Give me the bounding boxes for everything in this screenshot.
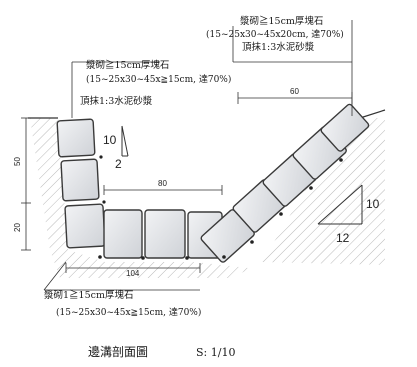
left-slope-triangle (121, 125, 129, 157)
stone (60, 158, 100, 202)
callout-bottom-line2: (15~25x30~45x≧15cm, 達70%) (56, 306, 201, 318)
dim-bottom-inner: 80 (158, 179, 167, 188)
callout-top-right-line3: 頂抹1:3水泥砂漿 (242, 41, 315, 53)
dimension-lines (21, 20, 353, 291)
dim-base-height: 20 (13, 223, 22, 232)
mortar-joints (98, 155, 343, 260)
soil-hatch-right (262, 118, 385, 265)
dim-bottom-outer: 104 (126, 269, 140, 278)
callout-left-line3: 頂抹1:3水泥砂漿 (80, 95, 153, 107)
callout-left-line1: 漿砌≧15cm厚塊石 (86, 59, 169, 71)
right-slope-run: 12 (336, 231, 350, 245)
callout-top-right-line2: (15~25x30~45x20cm, 達70%) (206, 28, 344, 40)
callout-bottom-line1: 漿砌1≧15cm厚塊石 (44, 289, 133, 301)
left-slope-run: 2 (115, 157, 122, 171)
stone (64, 203, 106, 249)
dim-wall-height: 50 (13, 157, 22, 166)
right-slope-rise: 10 (366, 197, 380, 211)
stone (144, 209, 186, 259)
stone (320, 103, 370, 152)
stone (103, 209, 143, 259)
left-slope-rise: 10 (103, 133, 117, 147)
callout-left-line2: (15~25x30~45x≧15cm, 達70%) (86, 73, 231, 85)
ground-line-right (359, 109, 386, 119)
callout-top-right-line1: 漿砌≧15cm厚塊石 (240, 15, 323, 27)
dim-top-width: 60 (290, 87, 299, 96)
right-slope-stones (200, 103, 370, 263)
right-slope-triangle (317, 184, 363, 225)
drawing-scale: S: 1/10 (196, 346, 235, 359)
drawing-title: 邊溝剖面圖 (88, 345, 148, 359)
stone (56, 118, 96, 158)
soil-hatch-bottom (50, 250, 262, 278)
left-wall-stones (56, 118, 106, 249)
